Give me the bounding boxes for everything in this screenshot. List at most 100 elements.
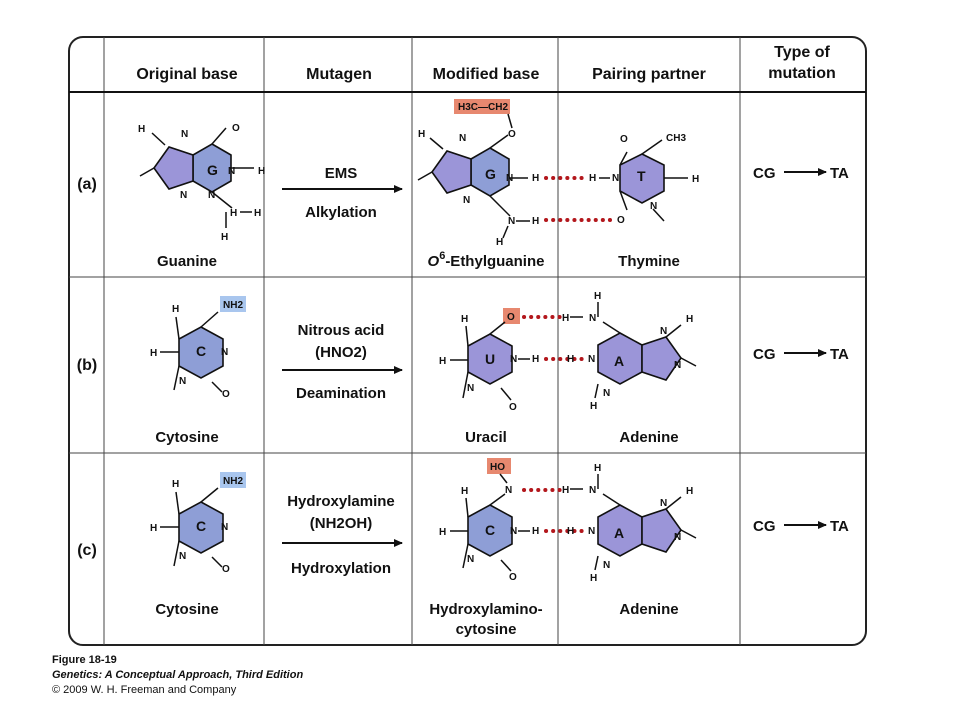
mutagen-deamination: Deamination [296, 385, 386, 402]
book-title: Genetics: A Conceptual Approach, Third E… [52, 669, 304, 681]
svg-text:N: N [467, 383, 474, 394]
ethylguanine-imidazole-ring [431, 150, 472, 194]
cytosine-name-b: Cytosine [155, 429, 218, 446]
amino-tag-b [220, 296, 246, 312]
ethylguanine-name: O6-Ethylguanine [428, 250, 545, 270]
header-mutagen: Mutagen [306, 66, 372, 83]
uracil-letter: U [485, 351, 495, 367]
svg-text:N: N [179, 376, 186, 387]
mutagen-hno2: (HNO2) [315, 344, 367, 361]
svg-text:CH3: CH3 [666, 133, 686, 144]
svg-text:N: N [650, 201, 657, 212]
row-label-a: (a) [77, 176, 97, 193]
uracil-structure: O H H N H N O U [439, 308, 539, 413]
svg-text:N: N [674, 532, 681, 543]
svg-text:O: O [232, 123, 240, 134]
svg-text:N: N [603, 388, 610, 399]
mutation-c-from: CG [753, 518, 776, 535]
guanine-imidazole-ring [153, 146, 194, 190]
svg-text:H: H [258, 166, 265, 177]
cytosine-structure-c: NH2 H H N N O C [150, 472, 246, 575]
header-type-line2: mutation [768, 65, 836, 82]
svg-text:N: N [221, 522, 228, 533]
svg-text:N: N [505, 485, 512, 496]
svg-text:N: N [459, 133, 466, 144]
svg-text:H: H [590, 401, 597, 412]
svg-text:N: N [221, 347, 228, 358]
svg-text:H: H [567, 354, 574, 365]
svg-text:H: H [439, 356, 446, 367]
guanine-name: Guanine [157, 253, 217, 270]
mutation-c-to: TA [830, 518, 849, 535]
svg-text:O: O [509, 572, 517, 583]
adenine-letter-c: A [614, 525, 624, 541]
mutagen-alkylation: Alkylation [305, 204, 377, 221]
svg-text:N: N [660, 326, 667, 337]
hydroxylaminocytosine-letter: C [485, 522, 495, 538]
svg-text:O: O [507, 312, 515, 323]
svg-text:N: N [467, 554, 474, 565]
svg-text:H: H [439, 527, 446, 538]
svg-text:HO: HO [490, 462, 505, 473]
svg-text:H: H [590, 573, 597, 584]
adenine-name-c: Adenine [619, 601, 678, 618]
svg-text:N: N [603, 560, 610, 571]
adenine-imidazole-ring-b [641, 336, 682, 381]
svg-text:N: N [181, 129, 188, 140]
svg-text:N: N [589, 485, 596, 496]
adenine-structure-c: N H H N H N H N H N A [562, 463, 697, 584]
amino-tag-c [220, 472, 246, 488]
svg-text:H: H [461, 486, 468, 497]
svg-text:O: O [222, 389, 230, 400]
svg-text:H: H [589, 173, 596, 184]
svg-text:H: H [254, 208, 261, 219]
mutagen-ems: EMS [325, 165, 358, 182]
svg-text:H: H [172, 304, 179, 315]
svg-text:H: H [594, 463, 601, 474]
svg-text:N: N [674, 360, 681, 371]
mutagen-hydroxylation: Hydroxylation [291, 560, 391, 577]
cytosine-letter-c: C [196, 518, 206, 534]
oxygen-tag-b [503, 308, 520, 324]
svg-text:N: N [228, 166, 235, 177]
svg-text:H: H [150, 348, 157, 359]
table-grid [69, 37, 866, 645]
adenine-letter-b: A [614, 353, 624, 369]
hydroxylaminocytosine-structure: HO N H H N H N O C [439, 458, 539, 583]
svg-text:N: N [660, 498, 667, 509]
hydroxylaminocytosine-name-line2: cytosine [456, 621, 517, 638]
svg-text:H: H [221, 232, 228, 243]
copyright-line: © 2009 W. H. Freeman and Company [52, 684, 237, 696]
row-label-b: (b) [77, 357, 97, 374]
svg-text:H: H [532, 526, 539, 537]
svg-text:H: H [686, 486, 693, 497]
svg-text:O: O [620, 134, 628, 145]
svg-text:N: N [208, 190, 215, 201]
mutation-a-to: TA [830, 165, 849, 182]
svg-text:N: N [589, 313, 596, 324]
adenine-structure-b: N H H N H N H N H N A [562, 291, 697, 412]
thymine-name: Thymine [618, 253, 680, 270]
svg-text:N: N [510, 354, 517, 365]
row-label-c: (c) [77, 542, 97, 559]
svg-text:H: H [567, 526, 574, 537]
figure-number: Figure 18-19 [52, 654, 117, 666]
svg-text:H: H [686, 314, 693, 325]
svg-text:N: N [179, 551, 186, 562]
ethyl-group-tag [454, 99, 510, 114]
svg-text:H: H [562, 313, 569, 324]
svg-text:H: H [532, 173, 539, 184]
svg-text:O: O [508, 129, 516, 140]
mutagen-nh2oh: (NH2OH) [310, 515, 373, 532]
svg-text:H: H [461, 314, 468, 325]
header-original-base: Original base [136, 66, 237, 83]
svg-text:H: H [532, 354, 539, 365]
hydroxylaminocytosine-name-line1: Hydroxylamino- [429, 601, 542, 618]
header-modified-base: Modified base [433, 66, 540, 83]
svg-text:H: H [418, 129, 425, 140]
svg-text:H: H [496, 237, 503, 248]
svg-text:H: H [562, 485, 569, 496]
svg-text:N: N [180, 190, 187, 201]
svg-text:O: O [222, 564, 230, 575]
